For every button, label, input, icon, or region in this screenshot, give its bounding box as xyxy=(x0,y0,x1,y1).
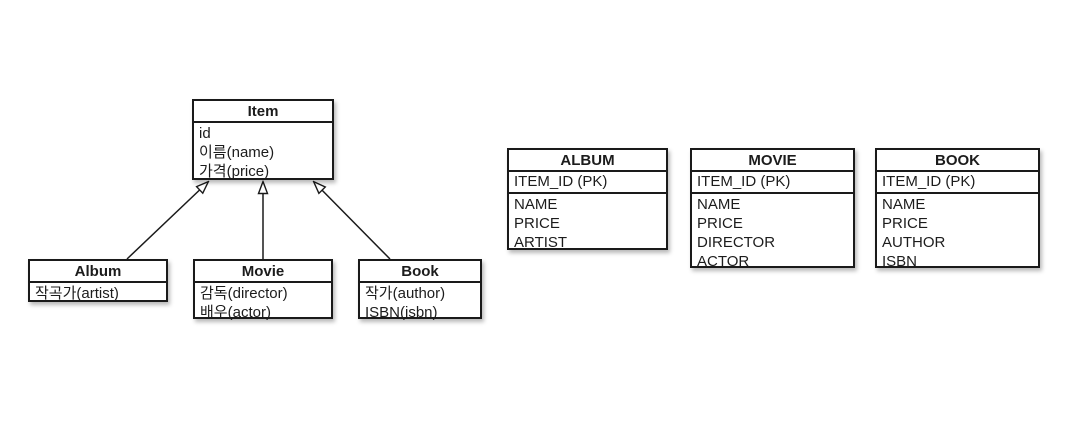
uml-field: 작가(author) xyxy=(365,285,446,302)
uml-field: 가격(price) xyxy=(199,163,270,180)
table-column: NAME xyxy=(697,196,741,213)
uml-class-movie-title: Movie xyxy=(195,261,331,283)
table-album-pk: ITEM_ID (PK) xyxy=(509,172,666,194)
table-movie-columns: NAME PRICE DIRECTOR ACTOR xyxy=(692,194,853,273)
uml-class-book: Book 작가(author) ISBN(isbn) xyxy=(358,259,482,321)
table-book-columns: NAME PRICE AUTHOR ISBN xyxy=(877,194,1038,273)
uml-class-item-fields: id 이름(name) 가격(price) xyxy=(194,123,332,183)
table-album-title: ALBUM xyxy=(509,150,666,172)
table-column: PRICE xyxy=(697,215,743,232)
table-column: PRICE xyxy=(514,215,560,232)
inheritance-arrow-book xyxy=(314,182,391,260)
uml-class-album: Album 작곡가(artist) xyxy=(28,259,168,302)
uml-class-item-title: Item xyxy=(194,101,332,123)
uml-field: 배우(actor) xyxy=(200,304,271,321)
table-column: DIRECTOR xyxy=(697,234,776,251)
inheritance-arrow-album xyxy=(126,182,208,260)
uml-field: id xyxy=(199,125,211,142)
table-movie-pk: ITEM_ID (PK) xyxy=(692,172,853,194)
uml-class-item: Item id 이름(name) 가격(price) xyxy=(192,99,334,180)
table-column: ARTIST xyxy=(514,234,568,251)
table-movie: MOVIE ITEM_ID (PK) NAME PRICE DIRECTOR A… xyxy=(690,148,855,270)
uml-field: ISBN(isbn) xyxy=(365,304,438,321)
table-album: ALBUM ITEM_ID (PK) NAME PRICE ARTIST xyxy=(507,148,668,251)
table-album-columns: NAME PRICE ARTIST xyxy=(509,194,666,254)
table-book: BOOK ITEM_ID (PK) NAME PRICE AUTHOR ISBN xyxy=(875,148,1040,270)
table-column: ISBN xyxy=(882,253,918,270)
table-column: AUTHOR xyxy=(882,234,946,251)
uml-field: 감독(director) xyxy=(200,285,288,302)
uml-class-book-title: Book xyxy=(360,261,480,283)
uml-class-movie: Movie 감독(director) 배우(actor) xyxy=(193,259,333,321)
uml-class-album-title: Album xyxy=(30,261,166,283)
uml-class-album-fields: 작곡가(artist) xyxy=(30,283,166,305)
uml-class-movie-fields: 감독(director) 배우(actor) xyxy=(195,283,331,324)
table-movie-title: MOVIE xyxy=(692,150,853,172)
table-book-title: BOOK xyxy=(877,150,1038,172)
table-column: PRICE xyxy=(882,215,928,232)
table-book-pk: ITEM_ID (PK) xyxy=(877,172,1038,194)
table-column: NAME xyxy=(514,196,558,213)
table-column: ACTOR xyxy=(697,253,750,270)
uml-field: 이름(name) xyxy=(199,144,275,161)
table-column: NAME xyxy=(882,196,926,213)
uml-class-book-fields: 작가(author) ISBN(isbn) xyxy=(360,283,480,324)
uml-field: 작곡가(artist) xyxy=(35,285,119,302)
